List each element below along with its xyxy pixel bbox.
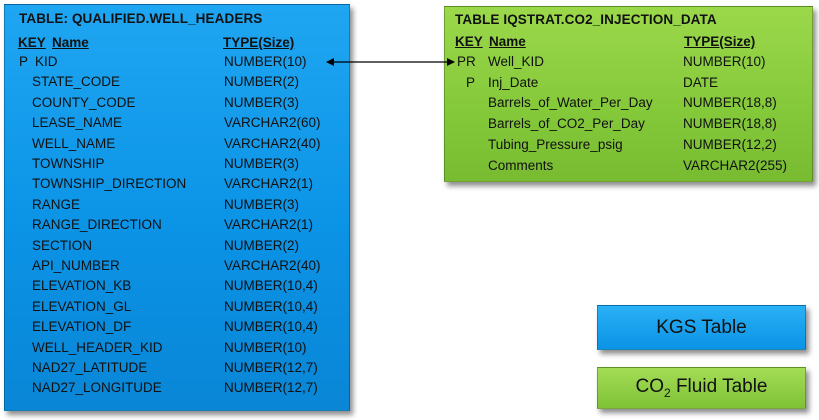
kgs-row: RANGE_DIRECTION VARCHAR2(1) [5, 215, 349, 235]
kgs-type-cell: NUMBER(3) [224, 94, 300, 110]
kgs-row: SECTION NUMBER(2) [5, 236, 349, 256]
kgs-name-cell: KID [35, 54, 58, 69]
kgs-type-cell: VARCHAR2(1) [224, 176, 314, 192]
kgs-type-cell: VARCHAR2(1) [224, 217, 314, 233]
co2-name-cell: Barrels_of_CO2_Per_Day [488, 116, 645, 132]
kgs-type-cell: VARCHAR2(40) [224, 135, 321, 151]
kgs-name-cell: TOWNSHIP [32, 156, 105, 171]
legend-co2-fluid-table: CO2 Fluid Table [597, 367, 806, 409]
kgs-key-cell: P [19, 54, 29, 69]
co2-header-type: TYPE(Size) [684, 34, 756, 49]
co2-row: Comments VARCHAR2(255) [445, 156, 812, 176]
co2-row: P Inj_Date DATE [445, 73, 812, 93]
kgs-type-cell: NUMBER(2) [224, 237, 300, 253]
kgs-name-cell: RANGE_DIRECTION [32, 217, 162, 233]
co2-header-key: KEY [455, 34, 483, 49]
kgs-header-type: TYPE(Size) [223, 35, 295, 50]
co2-table-injection-data: TABLE IQSTRAT.CO2_INJECTION_DATA KEY Nam… [444, 6, 813, 182]
kgs-row: WELL_HEADER_KID NUMBER(10) [5, 338, 349, 358]
kgs-row: LEASE_NAME VARCHAR2(60) [5, 113, 349, 133]
kgs-row: API_NUMBER VARCHAR2(40) [5, 256, 349, 276]
kgs-row: WELL_NAME VARCHAR2(40) [5, 134, 349, 154]
kgs-table-title: TABLE: QUALIFIED.WELL_HEADERS [19, 11, 263, 26]
kgs-name-cell: ELEVATION_DF [32, 319, 132, 335]
co2-type-cell: NUMBER(18,8) [683, 95, 777, 111]
co2-type-cell: NUMBER(12,2) [683, 136, 777, 152]
kgs-name-cell: STATE_CODE [32, 74, 121, 90]
kgs-type-cell: NUMBER(3) [224, 196, 300, 212]
co2-type-cell: NUMBER(10) [683, 54, 766, 69]
kgs-name-cell: COUNTY_CODE [32, 94, 136, 110]
kgs-type-cell: NUMBER(10,4) [224, 278, 318, 294]
kgs-type-cell: NUMBER(3) [224, 156, 300, 171]
co2-type-cell: NUMBER(18,8) [683, 116, 777, 132]
kgs-name-cell: RANGE [32, 196, 81, 212]
kgs-row: ELEVATION_KB NUMBER(10,4) [5, 276, 349, 296]
co2-row: Barrels_of_CO2_Per_Day NUMBER(18,8) [445, 114, 812, 134]
co2-name-cell: Well_KID [488, 54, 545, 69]
co2-header-name: Name [489, 34, 526, 49]
kgs-row: ELEVATION_GL NUMBER(10,4) [5, 297, 349, 317]
kgs-type-cell: NUMBER(12,7) [224, 380, 318, 396]
kgs-name-cell: WELL_HEADER_KID [32, 339, 163, 355]
legend-kgs-label: KGS Table [656, 316, 747, 338]
kgs-type-cell: NUMBER(10,4) [224, 319, 318, 335]
co2-name-cell: Inj_Date [488, 74, 539, 90]
co2-type-cell: VARCHAR2(255) [683, 157, 788, 173]
co2-table-title: TABLE IQSTRAT.CO2_INJECTION_DATA [455, 12, 717, 27]
kgs-name-cell: NAD27_LATITUDE [32, 360, 148, 375]
co2-row: Barrels_of_Water_Per_Day NUMBER(18,8) [445, 93, 812, 113]
co2-key-cell: P [466, 74, 476, 90]
kgs-type-cell: NUMBER(12,7) [224, 360, 318, 375]
co2-key-cell: PR [457, 54, 476, 69]
kgs-name-cell: API_NUMBER [32, 258, 120, 273]
kgs-type-cell: NUMBER(10,4) [224, 298, 318, 314]
legend-co2-label: CO2 Fluid Table [635, 376, 768, 400]
kgs-row: TOWNSHIP NUMBER(3) [5, 154, 349, 174]
kgs-row: RANGE NUMBER(3) [5, 195, 349, 215]
kgs-type-cell: NUMBER(2) [224, 74, 300, 90]
kgs-row: NAD27_LATITUDE NUMBER(12,7) [5, 358, 349, 378]
co2-name-cell: Tubing_Pressure_psig [488, 136, 623, 152]
kgs-type-cell: NUMBER(10) [224, 54, 307, 69]
kgs-header-name: Name [52, 35, 89, 50]
kgs-name-cell: SECTION [32, 237, 93, 253]
kgs-name-cell: TOWNSHIP_DIRECTION [32, 176, 187, 192]
kgs-name-cell: ELEVATION_GL [32, 298, 132, 314]
co2-name-cell: Barrels_of_Water_Per_Day [488, 95, 653, 111]
kgs-row: P KID NUMBER(10) [5, 52, 349, 72]
kgs-row: NAD27_LONGITUDE NUMBER(12,7) [5, 378, 349, 398]
co2-type-cell: DATE [683, 74, 719, 90]
co2-row: Tubing_Pressure_psig NUMBER(12,2) [445, 135, 812, 155]
kgs-type-cell: VARCHAR2(40) [224, 258, 321, 273]
co2-row: PR Well_KID NUMBER(10) [445, 52, 812, 72]
kgs-row: TOWNSHIP_DIRECTION VARCHAR2(1) [5, 174, 349, 194]
kgs-name-cell: NAD27_LONGITUDE [32, 380, 162, 396]
kgs-row: STATE_CODE NUMBER(2) [5, 72, 349, 92]
kgs-header-key: KEY [18, 35, 46, 50]
kgs-name-cell: ELEVATION_KB [32, 278, 132, 294]
kgs-name-cell: WELL_NAME [32, 135, 116, 151]
kgs-name-cell: LEASE_NAME [32, 115, 123, 131]
kgs-row: ELEVATION_DF NUMBER(10,4) [5, 317, 349, 337]
kgs-table-well-headers: TABLE: QUALIFIED.WELL_HEADERS KEY Name T… [4, 4, 350, 411]
legend-kgs-table: KGS Table [597, 305, 806, 350]
kgs-type-cell: NUMBER(10) [224, 339, 307, 355]
co2-name-cell: Comments [488, 157, 554, 173]
kgs-row: COUNTY_CODE NUMBER(3) [5, 93, 349, 113]
kgs-type-cell: VARCHAR2(60) [224, 115, 321, 131]
